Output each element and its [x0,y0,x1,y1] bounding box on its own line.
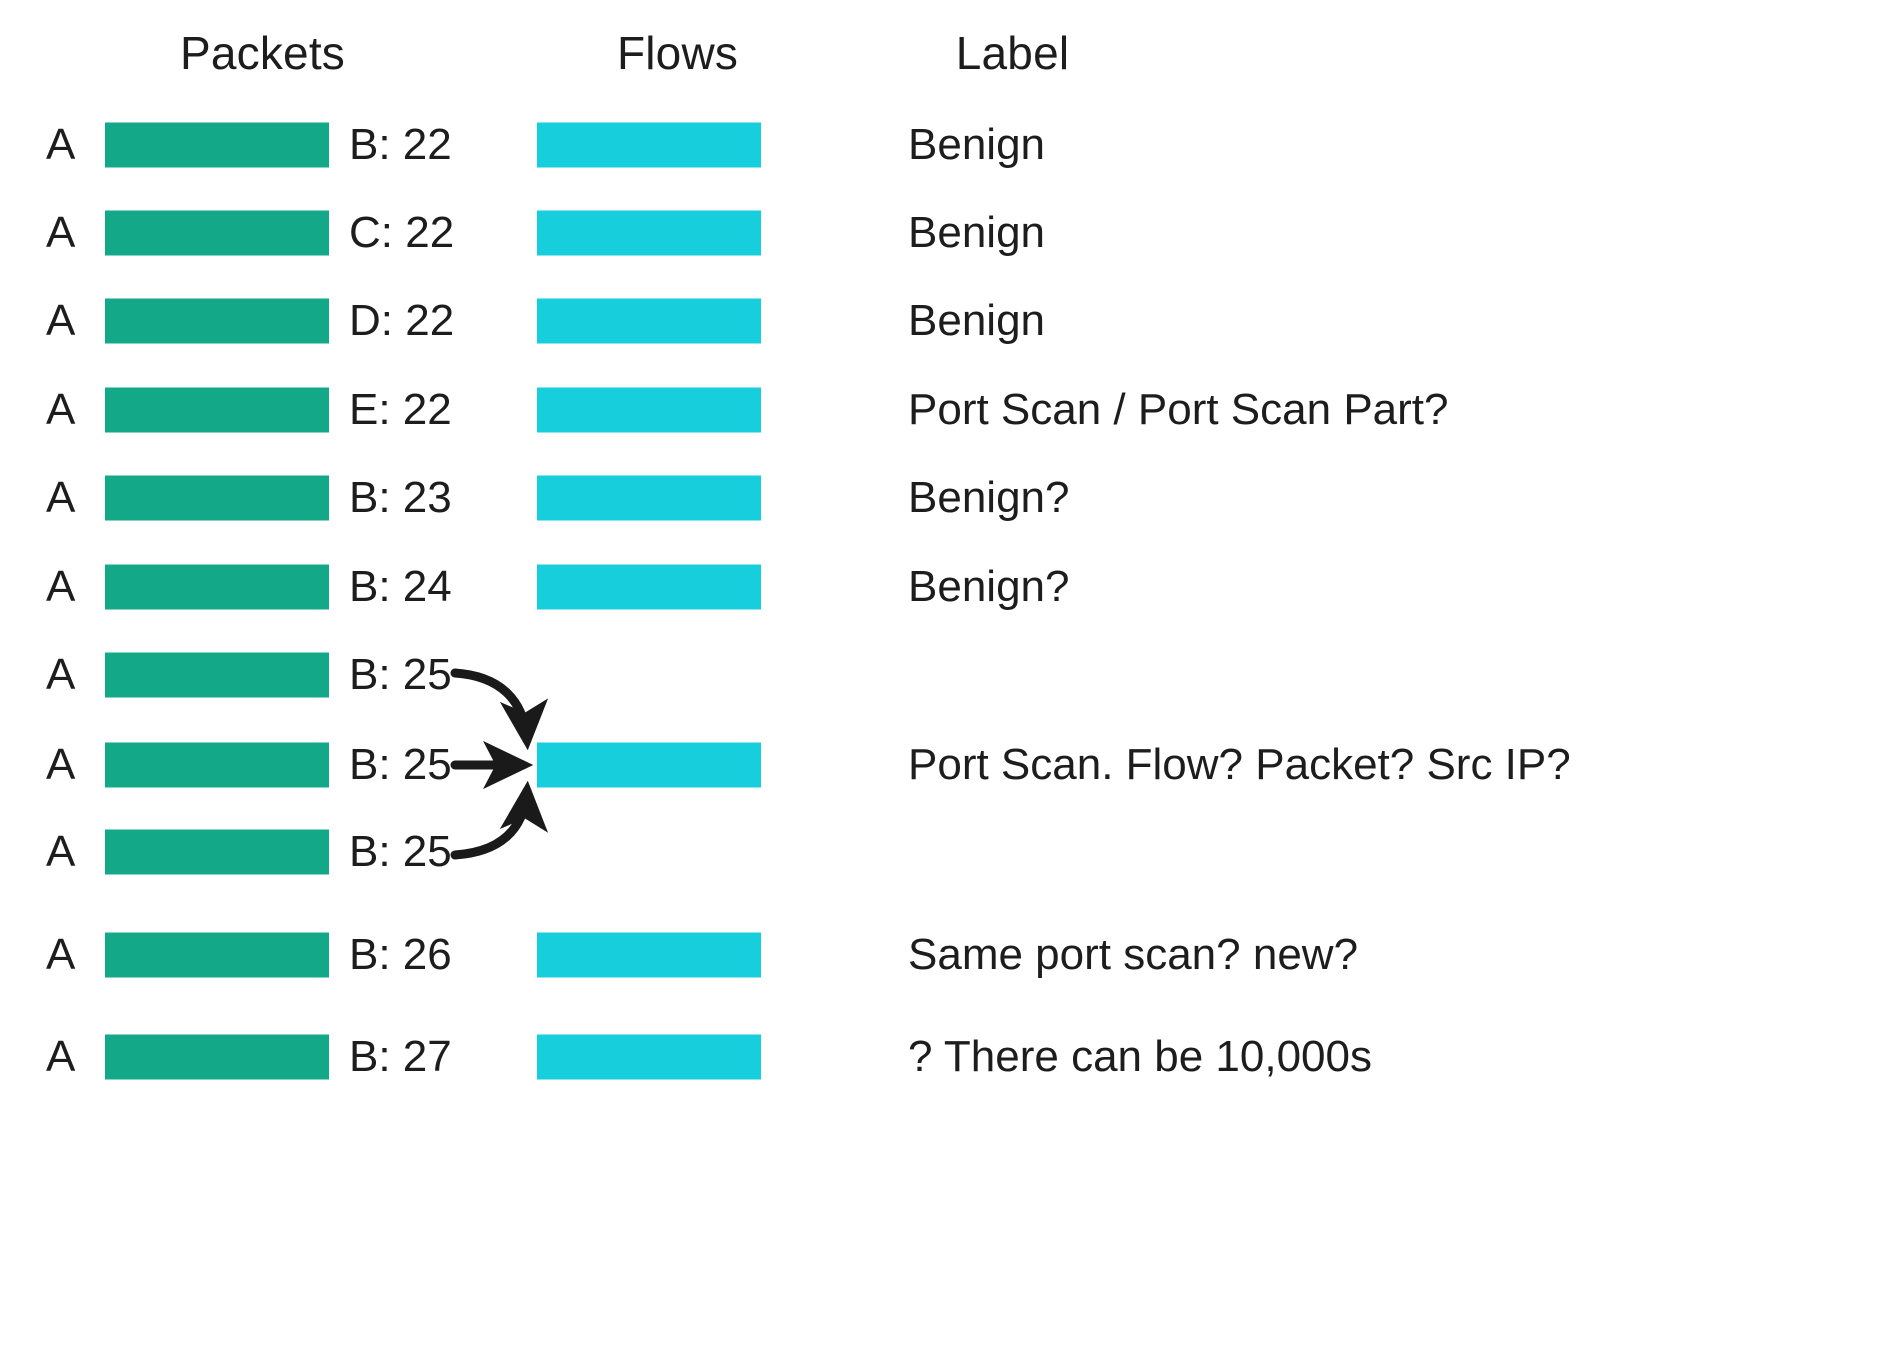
destination-port-label: B: 23 [349,473,452,522]
flow-bar [537,122,761,168]
row-annotation-label: Benign [908,208,1046,257]
packet-bar [105,387,329,433]
packet-bar [105,298,329,344]
flow-bar [537,475,761,521]
source-host-label: A [46,208,76,257]
packet-bar [105,122,329,168]
source-host-label: A [46,930,76,979]
source-host-label: A [46,740,76,789]
source-host-label: A [46,650,76,699]
source-host-label: A [46,562,76,611]
source-host-label: A [46,1032,76,1081]
row-annotation-label: ? There can be 10,000s [908,1032,1372,1081]
packet-bar [105,210,329,256]
flow-bar [537,564,761,610]
table-row: A B: 27 ? There can be 10,000s [0,1027,1885,1087]
table-row: A C: 22 Benign [0,203,1885,263]
source-host-label: A [46,827,76,876]
row-annotation-label: Benign? [908,562,1070,611]
table-row: A B: 26 Same port scan? new? [0,925,1885,985]
source-host-label: A [46,120,76,169]
packet-bar [105,742,329,788]
table-row: A B: 22 Benign [0,115,1885,175]
packet-bar [105,932,329,978]
destination-port-label: B: 25 [349,740,452,789]
flow-bar [537,1034,761,1080]
source-host-label: A [46,296,76,345]
row-annotation-label: Benign [908,296,1046,345]
column-header-flows: Flows [616,27,739,79]
column-header-label: Label [955,27,1070,79]
source-host-label: A [46,473,76,522]
packet-bar [105,829,329,875]
table-row: A B: 24 Benign? [0,557,1885,617]
destination-port-label: C: 22 [349,208,455,257]
flow-bar [537,210,761,256]
packet-bar [105,652,329,698]
destination-port-label: B: 25 [349,650,452,699]
row-annotation-label: Benign? [908,473,1070,522]
packet-bar [105,1034,329,1080]
table-row: A B: 25 [0,822,1885,882]
destination-port-label: E: 22 [349,385,452,434]
source-host-label: A [46,385,76,434]
destination-port-label: B: 25 [349,827,452,876]
destination-port-label: D: 22 [349,296,455,345]
destination-port-label: B: 24 [349,562,452,611]
packet-bar [105,564,329,610]
row-annotation-label: Same port scan? new? [908,930,1359,979]
flow-bar [537,387,761,433]
destination-port-label: B: 27 [349,1032,452,1081]
flow-bar-merged [537,742,761,788]
table-row: A B: 23 Benign? [0,468,1885,528]
destination-port-label: B: 26 [349,930,452,979]
table-row: A D: 22 Benign [0,291,1885,351]
row-annotation-label: Port Scan / Port Scan Part? [908,385,1449,434]
column-header-packets: Packets [179,27,346,79]
row-annotation-label: Port Scan. Flow? Packet? Src IP? [908,740,1571,789]
row-annotation-label: Benign [908,120,1046,169]
table-row: A E: 22 Port Scan / Port Scan Part? [0,380,1885,440]
flow-bar [537,298,761,344]
flow-bar [537,932,761,978]
table-row: A B: 25 Port Scan. Flow? Packet? Src IP? [0,735,1885,795]
packet-bar [105,475,329,521]
table-row: A B: 25 [0,645,1885,705]
destination-port-label: B: 22 [349,120,452,169]
